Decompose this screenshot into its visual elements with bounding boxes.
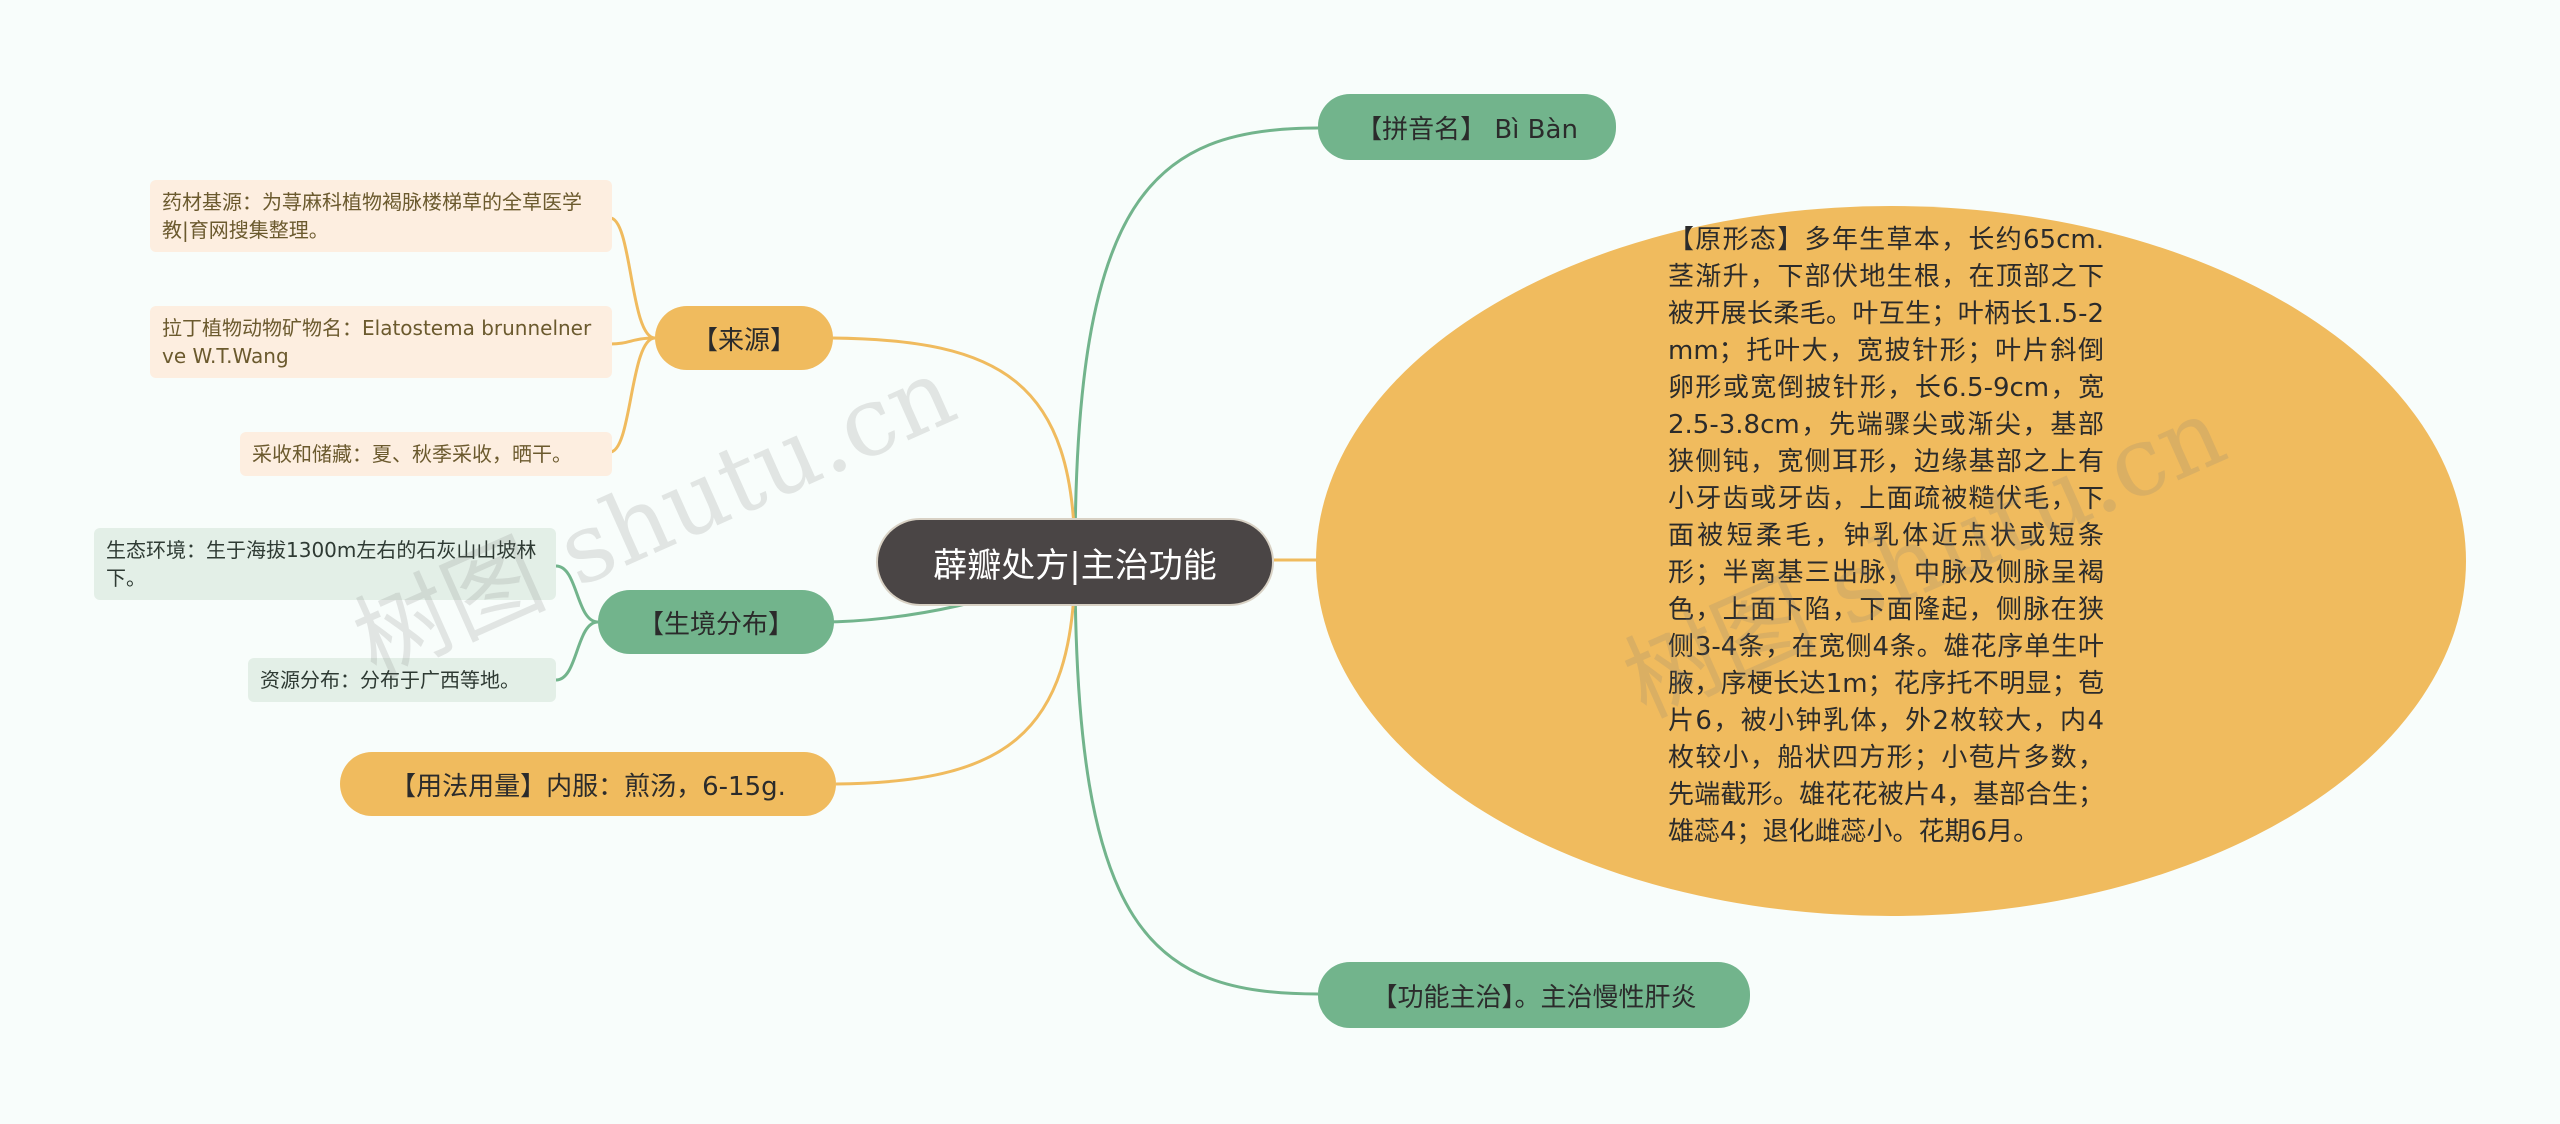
habitat-item-environment[interactable]: 生态环境：生于海拔1300m左右的石灰山山坡林下。 bbox=[94, 528, 556, 600]
morphology-node[interactable] bbox=[1316, 206, 2466, 916]
source-item-harvest[interactable]: 采收和储藏：夏、秋季采收，晒干。 bbox=[240, 432, 612, 476]
morphology-text: 【原形态】多年生草本，长约65cm.茎渐升，下部伏地生根，在顶部之下被开展长柔毛… bbox=[1668, 225, 2104, 847]
function-node[interactable]: 【功能主治】。主治慢性肝炎 bbox=[1318, 962, 1750, 1028]
habitat-node[interactable]: 【生境分布】 bbox=[598, 590, 834, 654]
habitat-item-distribution[interactable]: 资源分布：分布于广西等地。 bbox=[248, 658, 556, 702]
pinyin-node[interactable]: 【拼音名】 Bì Bàn bbox=[1318, 94, 1616, 160]
source-item-origin[interactable]: 药材基源：为荨麻科植物褐脉楼梯草的全草医学教|育网搜集整理。 bbox=[150, 180, 612, 252]
usage-node[interactable]: 【用法用量】内服：煎汤，6-15g. bbox=[340, 752, 836, 816]
source-node[interactable]: 【来源】 bbox=[655, 306, 833, 370]
source-item-latin-name[interactable]: 拉丁植物动物矿物名：Elatostema brunnelnerve W.T.Wa… bbox=[150, 306, 612, 378]
root-topic[interactable]: 薜瓣处方|主治功能 bbox=[876, 518, 1274, 606]
